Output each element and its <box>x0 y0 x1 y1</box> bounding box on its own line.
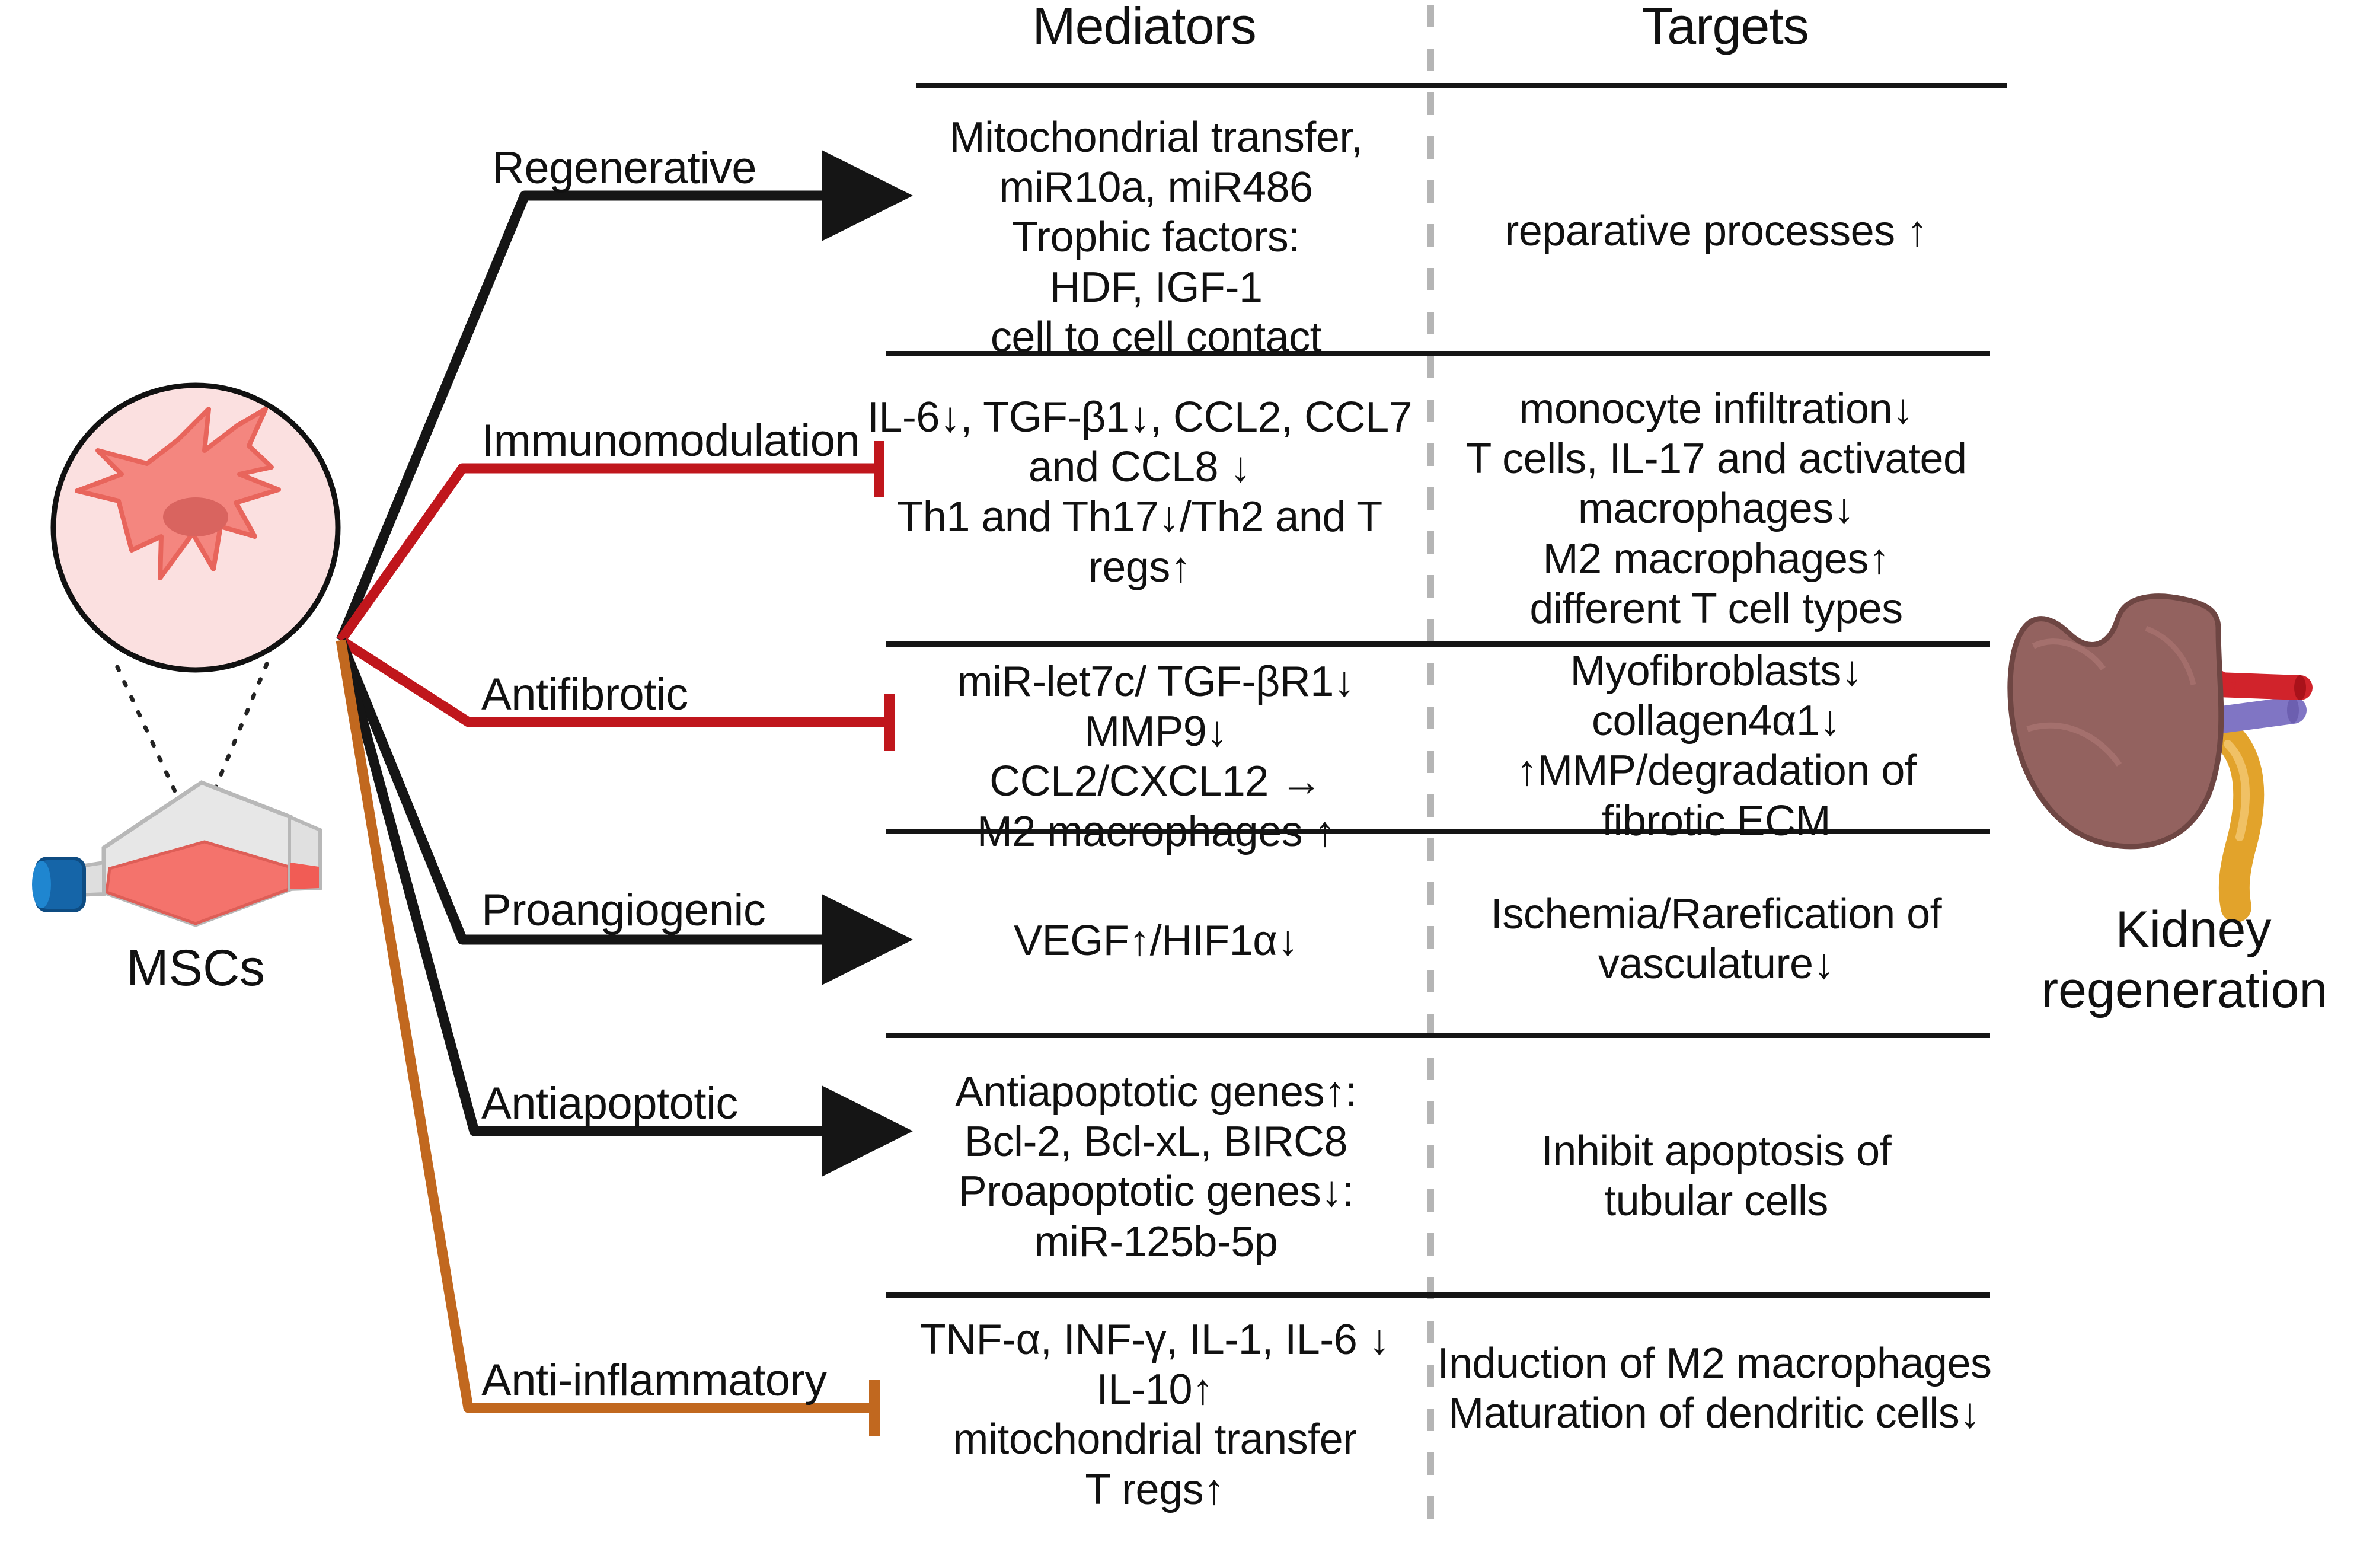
branch-label-antiapoptotic: Antiapoptotic <box>481 1078 738 1129</box>
source-label: MSCs <box>126 940 266 997</box>
msc-circle <box>50 382 341 673</box>
mediators-column-header: Mediators <box>1032 0 1256 55</box>
column-divider <box>1427 5 1434 1522</box>
rule-after-antiapoptotic <box>886 1292 1990 1298</box>
targets-column-header: Targets <box>1641 0 1809 55</box>
targets-cell-antifibrotic: Myofibroblasts↓ collagen4α1↓ ↑MMP/degrad… <box>1516 647 1917 845</box>
rule-after-immunomodulation <box>886 641 1990 647</box>
magnification-lines <box>110 654 272 838</box>
targets-cell-immunomodulation: monocyte infiltration↓ T cells, IL-17 an… <box>1465 385 1967 633</box>
targets-cell-proangiogenic: Ischemia/Rarefication of vasculature↓ <box>1490 890 1942 988</box>
targets-cell-regenerative: reparative processes ↑ <box>1505 207 1928 255</box>
connector-immunomodulation <box>337 441 884 643</box>
rule-after-regenerative <box>886 351 1990 356</box>
targets-cell-antiapoptotic: Inhibit apoptosis of tubular cells <box>1541 1128 1892 1225</box>
branch-label-regenerative: Regenerative <box>492 143 757 193</box>
rule-after-antifibrotic <box>886 829 1990 834</box>
branch-label-proangiogenic: Proangiogenic <box>481 885 766 935</box>
mediators-cell-antiapoptotic: Antiapoptotic genes↑: Bcl-2, Bcl-xL, BIR… <box>955 1068 1357 1266</box>
branch-label-immunomodulation: Immunomodulation <box>481 416 860 466</box>
mediators-cell-regenerative: Mitochondrial transfer, miR10a, miR486 T… <box>949 114 1363 361</box>
outcome-label-line2: regeneration <box>2041 962 2328 1018</box>
branch-label-antifibrotic: Antifibrotic <box>481 669 688 720</box>
targets-cell-anti-inflammatory: Induction of M2 macrophages Maturation o… <box>1437 1340 1992 1438</box>
mediators-cell-proangiogenic: VEGF↑/HIF1α↓ <box>1014 917 1298 965</box>
mediators-cell-immunomodulation: IL-6↓, TGF-β1↓, CCL2, CCL7 and CCL8 ↓ Th… <box>867 394 1413 591</box>
branch-label-anti-inflammatory: Anti-inflammatory <box>481 1355 827 1406</box>
outcome-label-line1: Kidney <box>2115 901 2272 958</box>
rule-top <box>916 83 2007 88</box>
mediators-cell-anti-inflammatory: TNF-α, INF-γ, IL-1, IL-6 ↓ IL-10↑ mitoch… <box>919 1316 1390 1513</box>
rule-after-proangiogenic <box>886 1033 1990 1038</box>
mediators-cell-antifibrotic: miR-let7c/ TGF-βR1↓ MMP9↓ CCL2/CXCL12 → … <box>957 658 1355 855</box>
culture-flask <box>32 780 322 927</box>
kidney-illustration <box>2007 593 2313 922</box>
connector-anti-inflammatory <box>336 639 880 1436</box>
